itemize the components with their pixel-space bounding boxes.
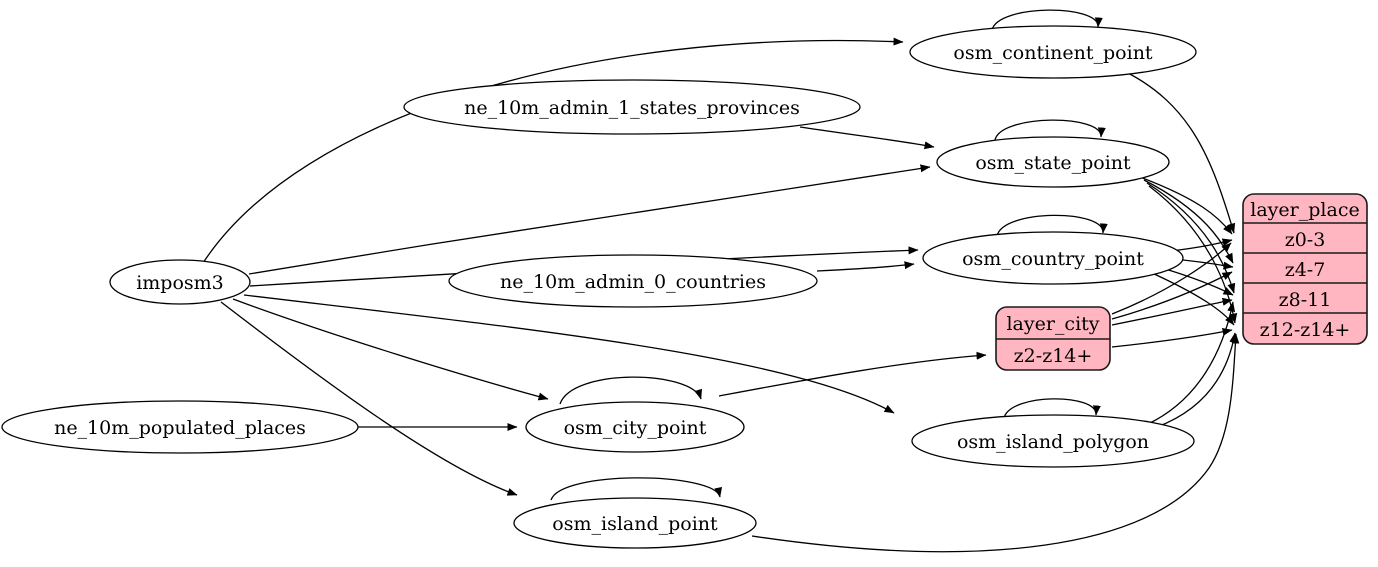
ne_10m_populated_places-ellipse: [1, 400, 359, 454]
edge-layer_city-z12-z14: [1111, 327, 1233, 348]
node-osm_island_point: osm_island_point: [513, 497, 757, 549]
node-osm_country_point: osm_country_point: [922, 231, 1184, 285]
selfloop-osm_state_point: [994, 119, 1106, 141]
osm_city_point-label: osm_city_point: [564, 417, 707, 439]
ne_10m_admin_1_states_provinces-ellipse: [403, 79, 861, 135]
edge-group: [202, 9, 1240, 553]
selfloop-osm_city_point: [559, 376, 702, 405]
edge-osm_island_polygon-z8-11: [1147, 301, 1236, 425]
osm_state_point-label: osm_state_point: [975, 152, 1131, 174]
ne_10m_admin_1_states_provinces-label: ne_10m_admin_1_states_provinces: [464, 97, 800, 119]
edge-osm_island_polygon-z12-z14: [1156, 332, 1238, 428]
layer_place-title: layer_place: [1250, 199, 1359, 221]
edge-osm_continent_point-z0-3: [1121, 69, 1236, 234]
layer_place-box: [1242, 193, 1368, 345]
selfloop-osm_continent_point: [991, 9, 1103, 31]
node-osm_island_polygon: osm_island_polygon: [911, 414, 1195, 468]
imposm3-label: imposm3: [136, 272, 224, 294]
selfloop-osm_island_polygon: [1003, 398, 1101, 419]
edge-osm_city_point-layer_city: [718, 351, 987, 397]
layer_place-row-z8-11: z8-11: [1279, 289, 1332, 311]
record-layer_place: layer_place z0-3 z4-7 z8-11 z12-z14+: [1242, 193, 1368, 345]
osm_state_point-ellipse: [936, 136, 1170, 188]
osm_city_point-ellipse: [525, 401, 745, 453]
edge-osm_country_point-z0-3: [1170, 238, 1233, 252]
ne_10m_admin_0_countries-label: ne_10m_admin_0_countries: [500, 271, 766, 293]
edge-ne_10m_admin_1_states_provinces-osm_state_point: [799, 126, 935, 150]
edge-imposm3-osm_city_point: [232, 298, 549, 401]
osm_island_polygon-label: osm_island_polygon: [957, 431, 1149, 453]
edge-layer_city-z4-7: [1111, 271, 1233, 320]
node-osm_continent_point: osm_continent_point: [909, 25, 1197, 79]
layer_place-row-z12-z14: z12-z14+: [1260, 319, 1351, 341]
edge-ne_10m_admin_0_countries-osm_country_point: [816, 261, 915, 272]
layer_city-title: layer_city: [1006, 313, 1099, 335]
edge-layer_city-z8-11: [1111, 297, 1233, 326]
ne_10m_admin_0_countries-ellipse: [448, 254, 818, 308]
edge-osm_state_point-z8-11: [1146, 182, 1236, 294]
record-layer_city: layer_city z2-z14+: [995, 306, 1111, 371]
osm_country_point-ellipse: [922, 231, 1184, 285]
osm_island_point-label: osm_island_point: [552, 513, 718, 535]
edge-layer_city-z0-3: [1111, 242, 1232, 315]
edge-osm_island_point-z12-z14: [751, 333, 1240, 553]
layer_place-row-z4-7: z4-7: [1285, 259, 1326, 281]
node-ne_10m_populated_places: ne_10m_populated_places: [1, 400, 359, 454]
imposm3-ellipse: [109, 259, 251, 305]
edge-imposm3-osm_island_point: [220, 301, 518, 496]
edge-osm_state_point-z0-3: [1139, 176, 1233, 235]
edge-imposm3-osm_continent_point: [202, 37, 904, 264]
node-ne_10m_admin_1_states_provinces: ne_10m_admin_1_states_provinces: [403, 79, 861, 135]
layer_city-row-z2-z14: z2-z14+: [1014, 345, 1093, 367]
selfloop-osm_island_point: [550, 477, 722, 501]
layer_place-row-z0-3: z0-3: [1285, 229, 1326, 251]
osm_island_point-ellipse: [513, 497, 757, 549]
osm_continent_point-ellipse: [909, 25, 1197, 79]
node-osm_state_point: osm_state_point: [936, 136, 1170, 188]
edge-imposm3-osm_island_polygon: [243, 294, 895, 414]
node-ne_10m_admin_0_countries: ne_10m_admin_0_countries: [448, 254, 818, 308]
edge-osm_state_point-z4-7: [1143, 179, 1234, 264]
edge-osm_country_point-z12-z14: [1151, 272, 1235, 326]
osm_country_point-label: osm_country_point: [962, 248, 1144, 270]
node-osm_city_point: osm_city_point: [525, 401, 745, 453]
selfloop-osm_country_point: [996, 214, 1108, 237]
osm_continent_point-label: osm_continent_point: [953, 42, 1153, 64]
osm_island_polygon-ellipse: [911, 414, 1195, 468]
ne_10m_populated_places-label: ne_10m_populated_places: [54, 417, 306, 439]
node-imposm3: imposm3: [109, 259, 251, 305]
